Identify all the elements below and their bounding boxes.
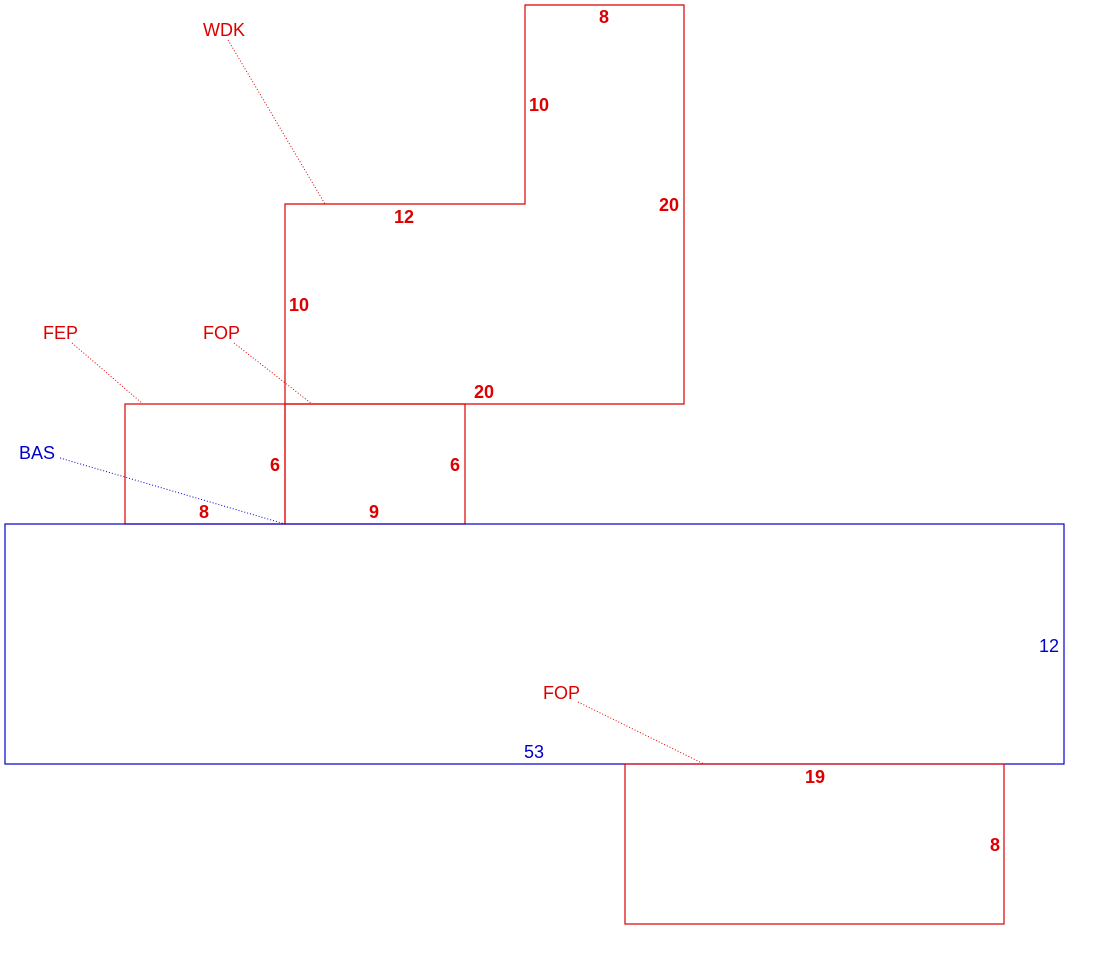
fep-leader-line (71, 342, 144, 405)
wdk-dimension-left: 10 (289, 295, 309, 315)
wdk-dimension-bottom: 20 (474, 382, 494, 402)
wdk-leader-line (227, 39, 326, 205)
bas-outline (4, 523, 1065, 765)
fep-dimension-bottom: 8 (199, 502, 209, 522)
wdk-label: WDK (203, 20, 245, 40)
fop-upper-dimension-right: 6 (450, 455, 460, 475)
wdk-outline (284, 4, 685, 405)
wdk-dimension-inner-left: 10 (529, 95, 549, 115)
fop-lower-leader-line (577, 701, 705, 765)
area-wdk: WDK 8 10 20 12 10 20 (203, 4, 685, 405)
area-bas: BAS 12 53 (4, 443, 1065, 765)
fop-upper-leader-line (233, 342, 313, 405)
fop-lower-outline (624, 763, 1005, 925)
fep-dimension-right: 6 (270, 455, 280, 475)
bas-dimension-bottom: 53 (524, 742, 544, 762)
fep-label: FEP (43, 323, 78, 343)
wdk-dimension-right: 20 (659, 195, 679, 215)
area-fop-upper: FOP 6 9 (203, 323, 466, 525)
fop-upper-label: FOP (203, 323, 240, 343)
fop-lower-dimension-top: 19 (805, 767, 825, 787)
wdk-dimension-inner-top: 12 (394, 207, 414, 227)
fop-lower-label: FOP (543, 683, 580, 703)
bas-leader-line (59, 457, 286, 525)
area-fep: FEP 6 8 (43, 323, 286, 525)
wdk-dimension-top: 8 (599, 7, 609, 27)
bas-label: BAS (19, 443, 55, 463)
area-fop-lower: FOP 19 8 (543, 683, 1005, 925)
fop-upper-dimension-bottom: 9 (369, 502, 379, 522)
fop-lower-dimension-right: 8 (990, 835, 1000, 855)
bas-dimension-right: 12 (1039, 636, 1059, 656)
